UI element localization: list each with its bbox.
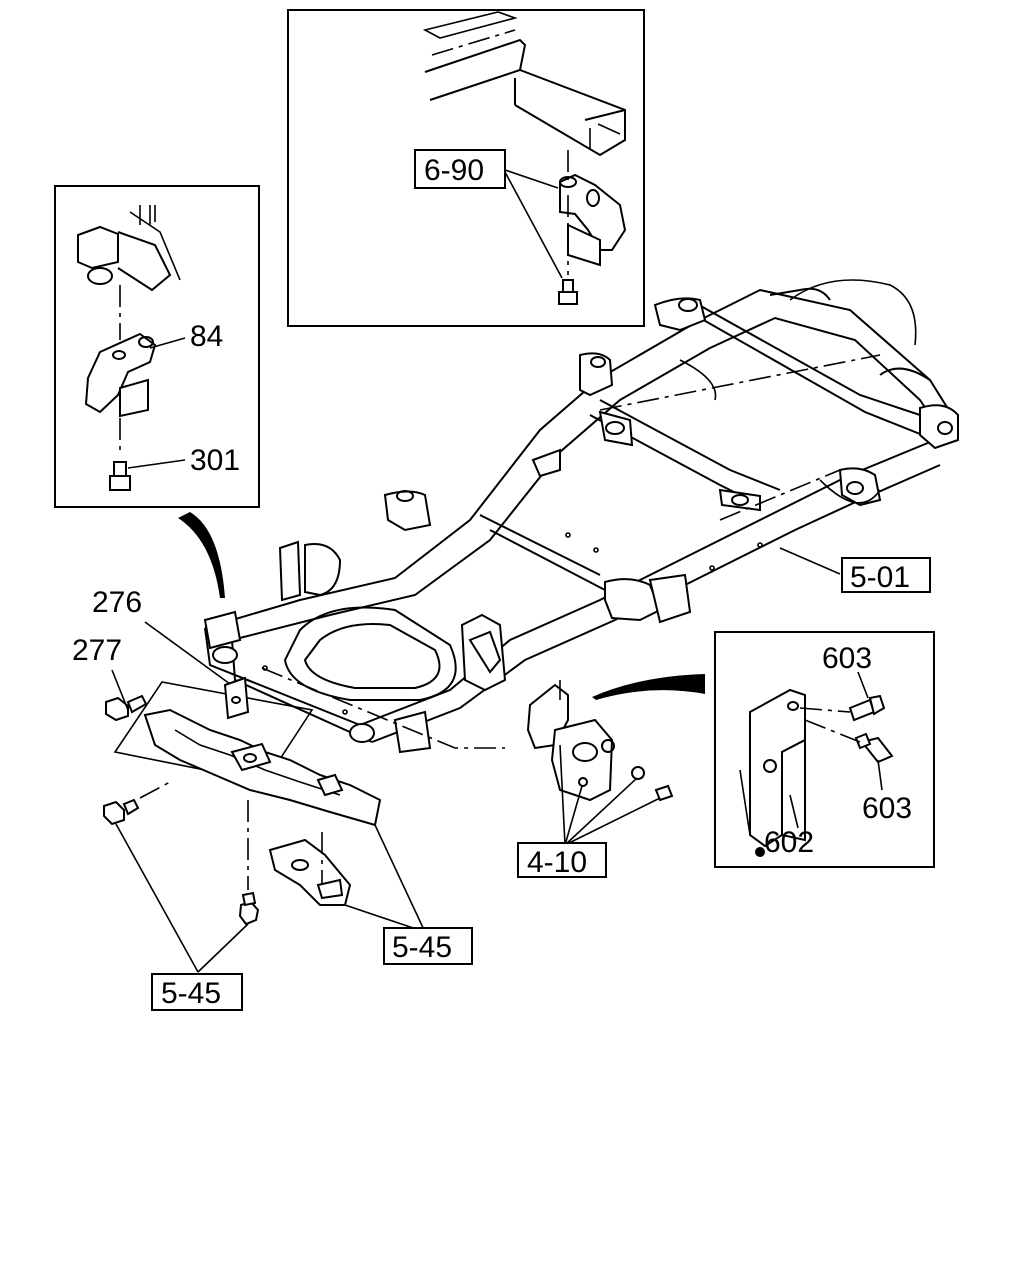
- inset-rear-tow-hook: 6-90: [287, 9, 645, 327]
- inset-mount-frame: [714, 631, 935, 868]
- main-frame: 5-01: [203, 279, 959, 754]
- callout-box-4-10: [517, 842, 607, 878]
- callout-box-6-90: [414, 149, 506, 189]
- callout-602: 602: [764, 826, 814, 859]
- callout-box-5-45-right: [383, 927, 473, 965]
- pointer-arrow-right: [592, 674, 705, 700]
- inset-front-frame: [54, 185, 260, 508]
- callout-5-01: 5-01: [850, 561, 910, 594]
- callout-6-90: 6-90: [424, 154, 484, 187]
- callout-5-45-left: 5-45: [161, 977, 221, 1010]
- pointer-arrow-left: [178, 512, 225, 598]
- callout-84: 84: [190, 320, 223, 353]
- callout-5-45-right: 5-45: [392, 931, 452, 964]
- callout-box-5-01: [841, 557, 931, 593]
- callout-box-5-45-left: [151, 973, 243, 1011]
- inset-rear-frame: [287, 9, 645, 327]
- callout-4-10: 4-10: [527, 846, 587, 879]
- inset-front-tow-hook: 84 301: [54, 185, 260, 508]
- inset-mount-bracket: 603 603 602: [714, 631, 935, 868]
- engine-mount-bracket: 4-10: [517, 680, 674, 879]
- callout-277: 277: [72, 634, 122, 667]
- skid-plate-assembly: 276 277 5-45 5-45: [72, 586, 473, 1011]
- callout-603-bottom: 603: [862, 792, 912, 825]
- callout-603-top: 603: [822, 642, 872, 675]
- callout-276: 276: [92, 586, 142, 619]
- callout-301: 301: [190, 444, 240, 477]
